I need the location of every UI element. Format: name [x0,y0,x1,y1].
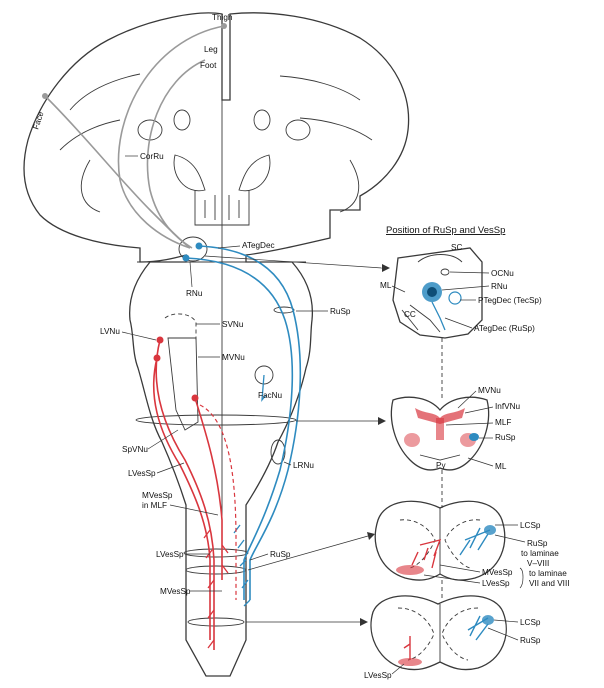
label-rnu: RNu [186,289,203,298]
md-rusp: RuSp [495,433,516,442]
label-spvnu: SpVNu [122,445,148,454]
label-leg: Leg [204,45,218,54]
mb-ocnu: OCNu [491,269,514,278]
label-svnu: SVNu [222,320,244,329]
lumbar-section: LCSp RuSp LVesSp [364,595,541,680]
mb-sc: SC [451,243,462,252]
mb-cc: CC [404,310,416,319]
mb-ategdec: ATegDec (RuSp) [474,324,535,333]
corticorubral-projections [42,23,227,249]
thigh-origin-dot [221,23,227,29]
md-ml: ML [495,462,507,471]
cv-rusp-1: RuSp [527,539,548,548]
label-mvessp-low: MVesSp [160,587,191,596]
cv-mvessp: MVesSp [482,568,513,577]
label-corru: CorRu [140,152,164,161]
md-mvnu: MVNu [478,386,501,395]
md-py: Py [436,461,446,470]
cv-rusp-2: to laminae [521,549,559,558]
medulla-section: MVNu InfVNu MLF RuSp Py ML [390,386,520,508]
label-rusp-mid: RuSp [330,307,351,316]
label-facnu: FacNu [258,391,283,400]
label-mvessp-1: MVesSp [142,491,173,500]
brain-outline [23,12,410,677]
label-mvnu: MVNu [222,353,245,362]
mb-ml: ML [380,281,392,290]
md-infvnu: InfVNu [495,402,520,411]
label-thigh: Thigh [212,13,233,22]
cervical-section: LCSp RuSp to laminae V–VIII MVesSp LVesS… [374,500,570,600]
midbrain-section: SC OCNu RNu ML CC PTegDec (TecSp) ATegDe… [380,243,542,400]
panel-title: Position of RuSp and VesSp [386,225,505,236]
lb-lvessp: LVesSp [364,671,392,680]
label-lvessp: LVesSp [128,469,156,478]
cv-rusp-3: V–VIII [527,559,549,568]
label-lrnu: LRNu [293,461,314,470]
cv-lcsp: LCSp [520,521,541,530]
label-foot: Foot [200,61,217,70]
label-lvnu: LVNu [100,327,120,336]
lb-rusp: RuSp [520,636,541,645]
mb-rnu: RNu [491,282,508,291]
cv-lvessp: LVesSp [482,579,510,588]
rubrospinal-tract [182,242,302,607]
face-origin-dot [42,93,48,99]
lb-lcsp: LCSp [520,618,541,627]
md-mlf: MLF [495,418,511,427]
cv-lam-1: to laminae [529,569,567,578]
label-rusp-low: RuSp [270,550,291,559]
midbrain-rnu-core [427,287,437,297]
label-ategdec: ATegDec [242,241,275,250]
label-face: Face [31,110,45,131]
label-lvessp-low: LVesSp [156,550,184,559]
mb-ptegdec: PTegDec (TecSp) [478,296,542,305]
label-mvessp-2: in MLF [142,501,167,510]
cv-lam-2: VII and VIII [529,579,570,588]
section-arrows [204,255,390,626]
